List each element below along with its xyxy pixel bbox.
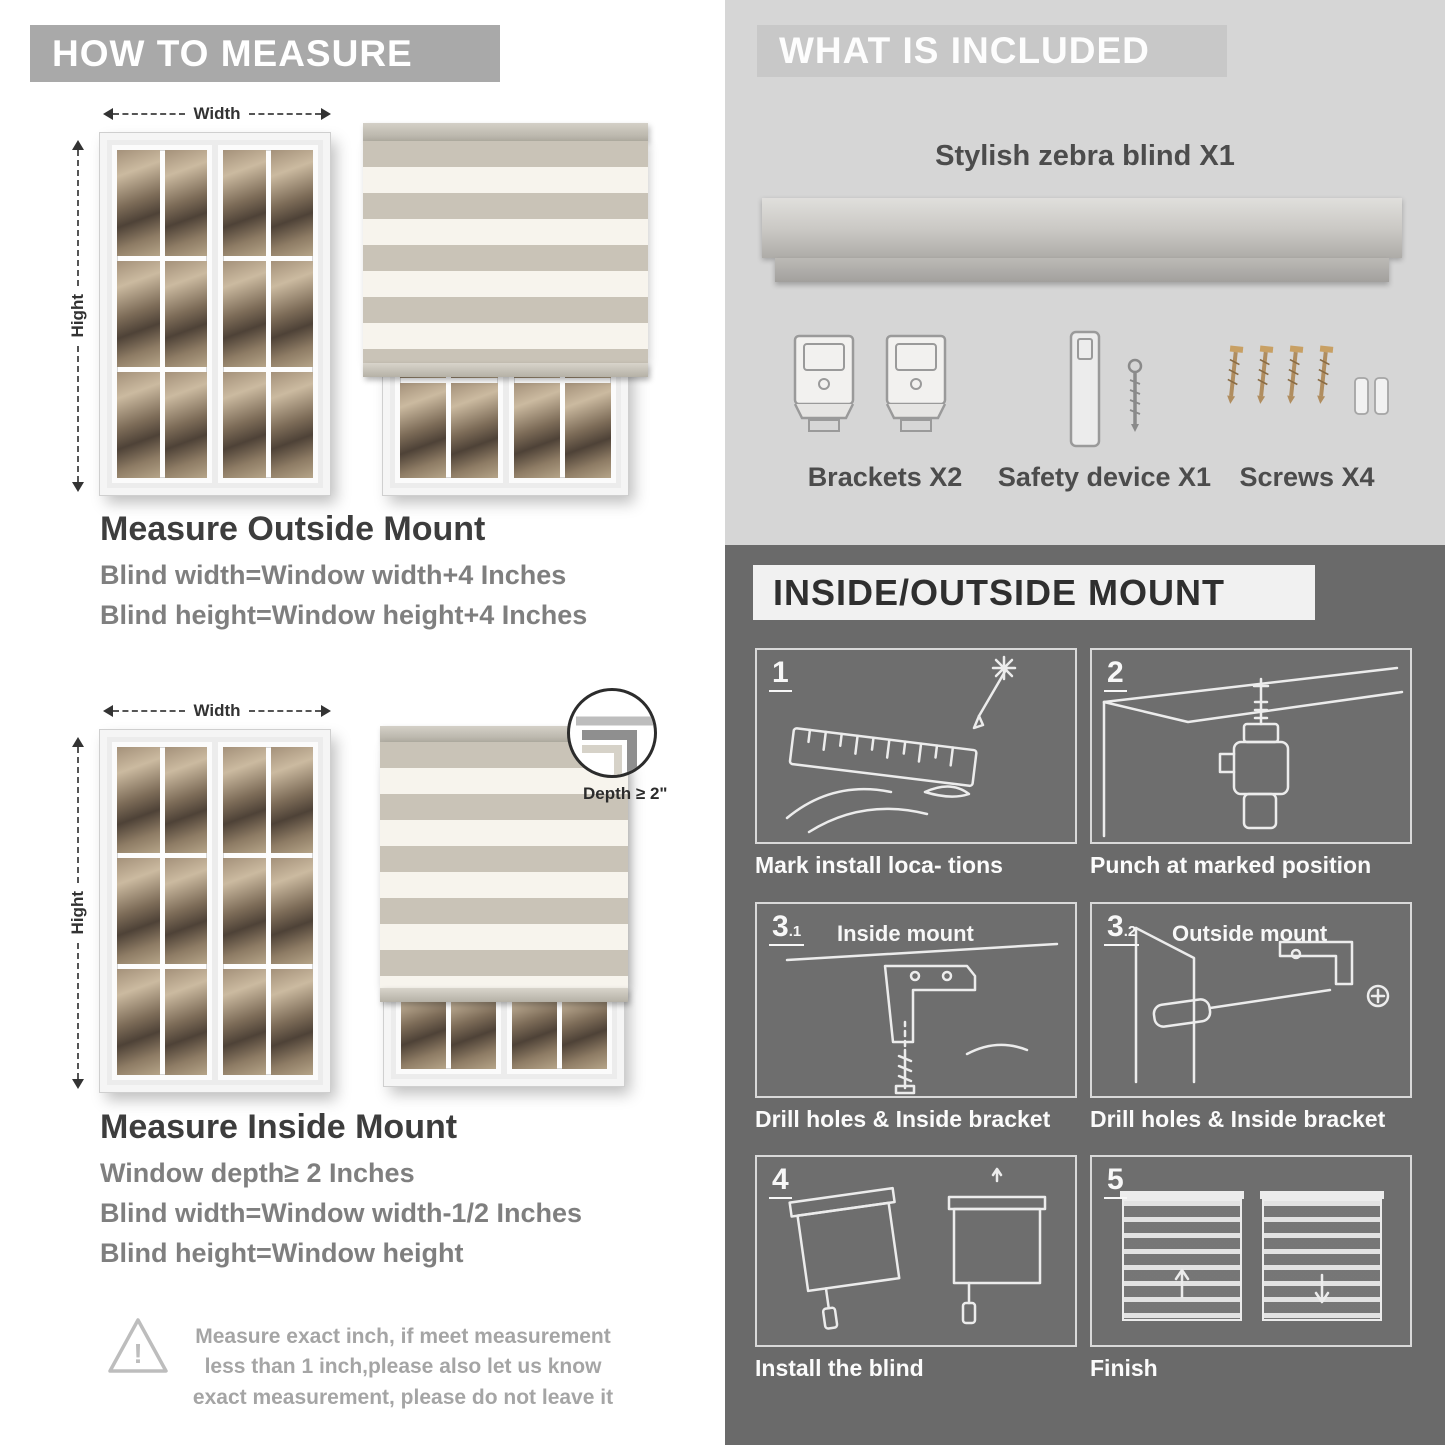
blind-headrail	[380, 726, 628, 742]
width-arrow: Width	[103, 104, 331, 124]
step-caption-4: Install the blind	[755, 1355, 924, 1381]
brackets-icon	[793, 334, 947, 432]
height-arrow: Hight	[68, 140, 88, 492]
finish-arrows-illustration	[1174, 1268, 1330, 1304]
inside-formula-height: Blind height=Window height	[100, 1238, 464, 1268]
blind-product-label: Stylish zebra blind X1	[935, 140, 1235, 172]
zebra-blind-outside-mount	[363, 123, 648, 495]
warning-icon: !	[108, 1318, 168, 1373]
arrow-up-icon	[72, 737, 84, 747]
depth-label: Depth ≥ 2"	[583, 784, 668, 803]
what-is-included-section: WHAT IS INCLUDED Stylish zebra blind X1	[725, 0, 1445, 545]
drill-illustration	[1102, 666, 1404, 838]
mark-location-illustration	[785, 655, 1017, 834]
window-illustration-inside	[100, 730, 330, 1092]
step-caption-5: Finish	[1090, 1355, 1158, 1381]
inside-bracket-illustration	[785, 942, 1059, 1095]
step-caption-3-2: Drill holes & Inside bracket	[1090, 1106, 1386, 1132]
height-arrow: Hight	[68, 737, 88, 1089]
blind-valance-illustration	[775, 258, 1389, 282]
blind-headrail-illustration	[762, 198, 1402, 258]
width-arrow-label: Width	[193, 701, 241, 720]
mount-header: INSIDE/OUTSIDE MOUNT	[753, 565, 1315, 620]
window-sash	[218, 145, 318, 483]
what-is-included-header: WHAT IS INCLUDED	[757, 25, 1227, 77]
step-caption-3-1: Drill holes & Inside bracket	[755, 1106, 1051, 1132]
window-corner-icon	[576, 716, 654, 775]
depth-callout-circle	[567, 688, 657, 778]
arrow-left-icon	[103, 705, 113, 717]
blind-fabric	[380, 742, 628, 988]
step-title: Outside mount	[1172, 921, 1328, 946]
safety-device-icon	[1069, 330, 1143, 448]
arrow-up-icon	[72, 140, 84, 150]
mini-blind-up	[1122, 1199, 1242, 1321]
window-sash	[112, 145, 212, 483]
width-arrow: Width	[103, 701, 331, 721]
screws-label: Screws X4	[1239, 462, 1375, 492]
step-panel-3-2: 3.2 Outside mount	[1090, 902, 1412, 1098]
arrow-left-icon	[103, 108, 113, 120]
arrow-right-icon	[321, 705, 331, 717]
blind-fabric	[363, 141, 648, 363]
arrow-down-icon	[72, 482, 84, 492]
step-panel-4: 4	[755, 1155, 1077, 1347]
width-arrow-label: Width	[193, 104, 241, 123]
step-caption-2: Punch at marked position	[1090, 852, 1372, 878]
blind-headrail	[363, 123, 648, 141]
step-number: 4	[769, 1165, 792, 1199]
outside-bracket-illustration	[1134, 926, 1390, 1084]
outside-formula-width: Blind width=Window width+4 Inches	[100, 560, 567, 590]
step-number: 5	[1104, 1165, 1127, 1199]
outside-mount-title: Measure Outside Mount	[100, 510, 486, 548]
blind-bottom-rail	[363, 363, 648, 377]
screws-icon	[1227, 345, 1389, 415]
step-title: Inside mount	[837, 921, 974, 946]
blind-bottom-rail	[380, 988, 628, 1002]
step-panel-2: 2	[1090, 648, 1412, 844]
inside-formula-depth: Window depth≥ 2 Inches	[100, 1158, 415, 1188]
height-arrow-label: Hight	[68, 891, 87, 935]
mini-blind-rail	[1260, 1191, 1384, 1199]
zebra-blind-inside-mount	[380, 726, 628, 1086]
arrow-right-icon	[321, 108, 331, 120]
step-number: 1	[769, 658, 792, 692]
step-caption-1: Mark install loca- tions	[755, 852, 1003, 878]
window-sash	[112, 742, 212, 1080]
brackets-label: Brackets X2	[807, 462, 963, 492]
outside-formula-height: Blind height=Window height+4 Inches	[100, 600, 588, 630]
warning-text: Measure exact inch, if meet measurement …	[192, 1325, 614, 1409]
step-panel-1: 1	[755, 648, 1077, 844]
height-arrow-label: Hight	[68, 294, 87, 338]
step-panel-3-1: 3.1 Inside mount	[755, 902, 1077, 1098]
inside-formula-width: Blind width=Window width-1/2 Inches	[100, 1198, 583, 1228]
step-panel-5: 5	[1090, 1155, 1412, 1347]
mini-blind-rail	[1120, 1191, 1244, 1199]
window-illustration-outside	[100, 133, 330, 495]
arrow-down-icon	[72, 1079, 84, 1089]
step-number: 2	[1104, 658, 1127, 692]
inside-mount-title: Measure Inside Mount	[100, 1108, 458, 1146]
mount-instructions-section: INSIDE/OUTSIDE MOUNT 1 Mark install loca…	[725, 545, 1445, 1445]
step-number: 3.2	[1104, 912, 1140, 946]
step-number: 3.1	[769, 912, 805, 946]
safety-device-label: Safety device X1	[997, 462, 1212, 492]
window-sash	[218, 742, 318, 1080]
how-to-measure-header: HOW TO MEASURE	[30, 25, 500, 82]
warning-exclamation: !	[133, 1338, 142, 1369]
install-blind-illustration	[788, 1167, 1047, 1330]
